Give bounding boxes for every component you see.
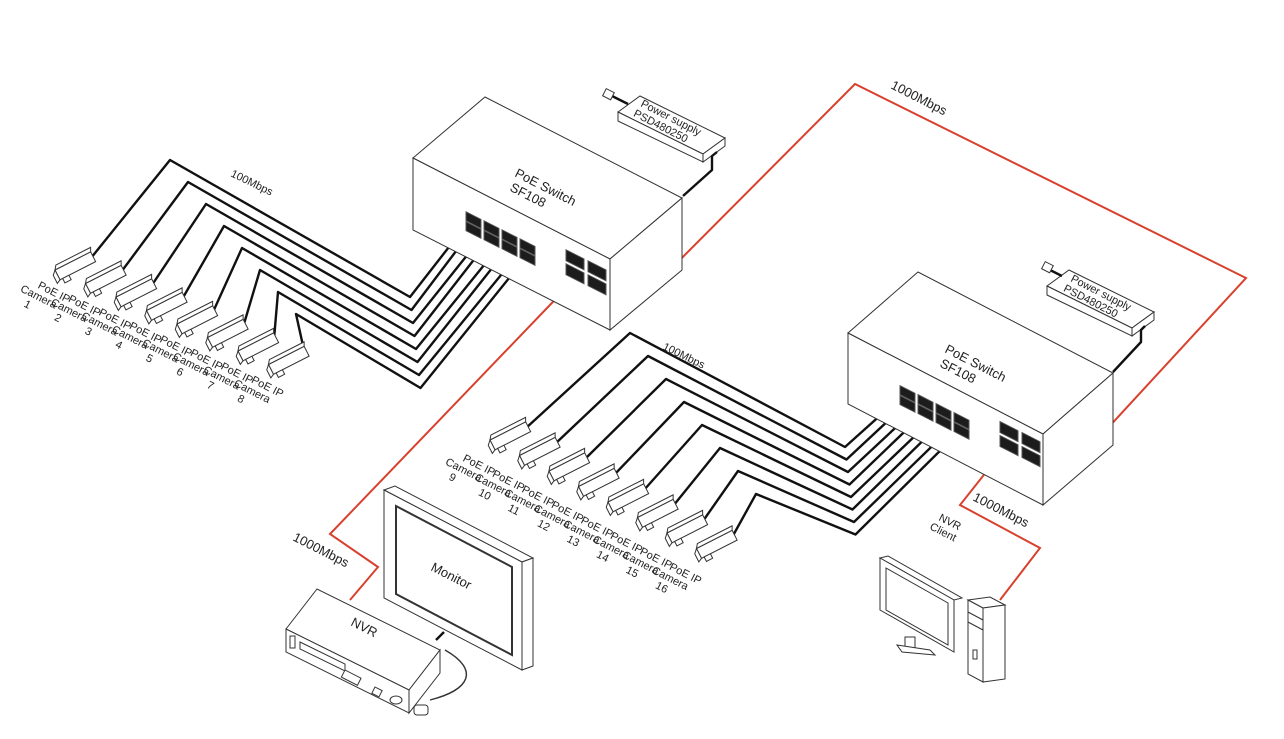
uplink-port <box>999 420 1019 443</box>
link-switch2-nvr-client <box>958 451 1042 601</box>
power-plug-icon <box>1040 260 1054 274</box>
camera-cables-group-1 <box>90 158 527 390</box>
switch-1-side <box>609 196 683 332</box>
poe-port <box>953 411 970 430</box>
camera-number: 2 <box>52 312 63 325</box>
camera-number: 14 <box>594 549 610 565</box>
poe-port <box>519 247 536 267</box>
ip-camera-icon <box>205 314 249 352</box>
monitor: Monitor <box>382 485 535 671</box>
poe-port <box>501 239 518 258</box>
camera-number: 5 <box>144 352 155 365</box>
camera-number: 6 <box>174 366 185 379</box>
svg-text:1000Mbps: 1000Mbps <box>889 77 950 118</box>
poe-port <box>899 384 916 403</box>
camera-number: 15 <box>624 564 640 580</box>
camera-cable <box>731 430 961 538</box>
uplink-port <box>565 248 585 271</box>
ip-camera-icon <box>546 447 591 486</box>
ip-camera-icon <box>52 246 97 285</box>
uplink-port <box>1021 431 1041 454</box>
poe-port <box>465 221 482 240</box>
switch-2-ports <box>899 384 1041 468</box>
ip-camera-icon <box>266 341 310 379</box>
camera-cable <box>90 158 471 299</box>
camera-number: 13 <box>565 533 581 549</box>
camera-number: 7 <box>205 379 216 392</box>
camera-cables-group-2 <box>525 331 961 538</box>
ip-camera-icon <box>635 494 679 532</box>
camera-cable <box>584 377 923 474</box>
camera-cable <box>294 256 527 390</box>
power-plug-icon <box>601 87 615 101</box>
camera-cable <box>181 224 491 338</box>
link-label-switch1-switch2: 1000Mbps <box>889 77 950 118</box>
camera-cable <box>211 237 507 351</box>
uplink-port <box>565 262 585 285</box>
camera-number: 3 <box>83 325 94 338</box>
ip-camera-icon <box>694 525 738 563</box>
ip-camera-icon <box>517 432 561 470</box>
camera-number: 9 <box>447 471 458 484</box>
ip-camera-icon <box>576 463 620 501</box>
switch-1-ports <box>465 211 607 296</box>
camera-cable <box>672 421 943 511</box>
poe-port <box>935 412 952 431</box>
camera-cable <box>151 202 489 325</box>
camera-number: 16 <box>653 580 669 596</box>
poe-port <box>917 393 934 412</box>
camera-cable <box>554 354 907 461</box>
camera-number: 11 <box>506 502 522 518</box>
poe-port <box>917 403 934 422</box>
uplink-port <box>1021 445 1041 468</box>
ip-camera-icon <box>113 273 158 312</box>
poe-port <box>899 394 916 413</box>
ip-camera-icon <box>235 327 280 366</box>
link-switch1-nvr <box>328 281 573 601</box>
poe-switch-1: PoE Switch SF108 <box>412 96 683 332</box>
uplink-port <box>587 273 607 296</box>
camera-number: 1 <box>22 298 33 311</box>
camera-cable <box>525 331 905 449</box>
svg-text:1000Mbps: 1000Mbps <box>291 529 352 570</box>
svg-text:100Mbps: 100Mbps <box>229 168 275 199</box>
svg-text:1000Mbps: 1000Mbps <box>971 489 1032 530</box>
camera-number: 4 <box>113 339 124 352</box>
camera-number: 12 <box>535 518 551 534</box>
camera-cable <box>613 400 925 486</box>
poe-port <box>953 421 970 440</box>
poe-port <box>501 229 518 248</box>
poe-switch-2: PoE Switch SF108 <box>847 271 1114 507</box>
camera-cable <box>272 246 525 377</box>
link-label-switch1-nvr: 1000Mbps <box>291 529 352 570</box>
mouse-icon <box>413 704 429 716</box>
camera-cable <box>242 247 509 364</box>
poe-port <box>483 220 500 239</box>
ip-camera-icon <box>83 260 127 298</box>
ip-camera-icon <box>174 300 219 339</box>
ip-camera-icon <box>664 509 709 548</box>
ip-camera-icon <box>605 478 650 517</box>
ip-camera-icon <box>144 287 188 325</box>
camera-cable <box>120 180 473 312</box>
ip-camera-icon <box>487 416 532 455</box>
poe-port <box>935 402 952 421</box>
link-label-switch2-nvr-client: 1000Mbps <box>971 489 1032 530</box>
camera-number: 8 <box>235 393 246 406</box>
camera-number: 10 <box>476 487 492 503</box>
poe-port <box>465 211 482 230</box>
camera-cable <box>702 420 959 524</box>
nvr-client: NVR Client <box>878 512 1007 683</box>
camera-cable <box>643 411 941 499</box>
switch-2-side <box>1042 371 1114 507</box>
poe-port <box>519 237 536 257</box>
uplink-port <box>999 434 1019 457</box>
nvr: NVR <box>285 588 467 716</box>
link-label-cameras-group-1: 100Mbps <box>229 168 275 199</box>
poe-port <box>483 230 500 249</box>
uplink-port <box>587 259 607 282</box>
